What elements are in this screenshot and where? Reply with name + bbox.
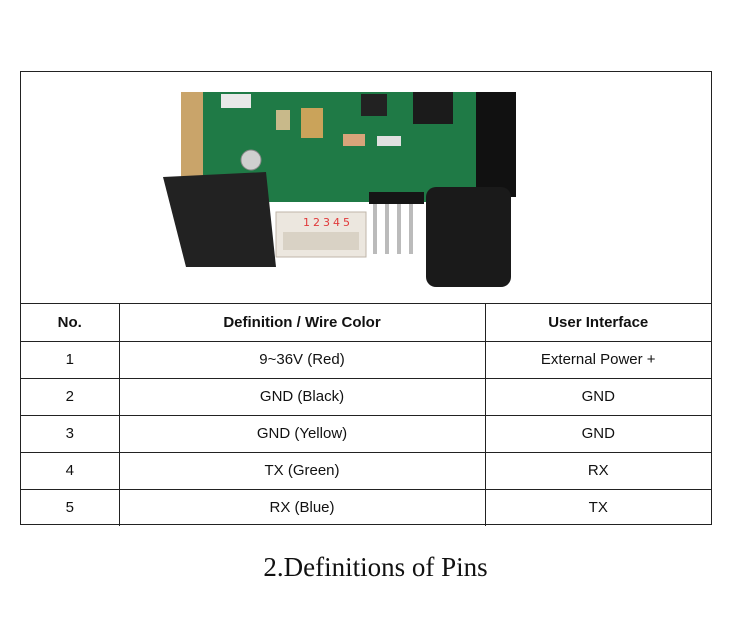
smd-component	[221, 94, 251, 108]
table-row: 5 RX (Blue) TX	[21, 488, 711, 526]
cell-definition: GND (Black)	[118, 377, 486, 416]
header-pins	[369, 192, 424, 254]
module-illustration: 1 2 3 4 5	[163, 92, 516, 287]
ic-chip	[361, 94, 387, 116]
smd-resistor	[343, 134, 365, 146]
cell-definition: RX (Blue)	[118, 488, 486, 526]
cell-definition: TX (Green)	[118, 451, 486, 490]
cell-no: 2	[21, 377, 120, 416]
header-user-interface: User Interface	[484, 304, 711, 342]
cell-no: 3	[21, 414, 120, 453]
table-row: 4 TX (Green) RX	[21, 451, 711, 490]
pin-definition-frame: 1 2 3 4 5 No. Definition / Wire Color Us…	[20, 71, 712, 526]
table-header-row: No. Definition / Wire Color User Interfa…	[21, 304, 711, 342]
pin-label-2: 2	[313, 216, 320, 229]
pin-label-4: 4	[333, 216, 340, 229]
capacitor-large	[301, 108, 323, 138]
cell-interface: External Power +	[484, 340, 711, 379]
header-definition: Definition / Wire Color	[118, 304, 486, 342]
connector-slots	[283, 232, 359, 250]
capacitor	[276, 110, 290, 130]
pin-label-1: 1	[303, 216, 310, 229]
header-no: No.	[21, 304, 120, 342]
cell-definition: 9~36V (Red)	[118, 340, 486, 379]
screw	[240, 149, 262, 171]
right-housing	[426, 187, 511, 287]
table-row: 3 GND (Yellow) GND	[21, 414, 711, 453]
cell-interface: GND	[484, 377, 711, 416]
cell-interface: TX	[484, 488, 711, 526]
smd-part	[377, 136, 401, 146]
cell-no: 4	[21, 451, 120, 490]
cell-interface: GND	[484, 414, 711, 453]
right-bracket	[476, 92, 516, 197]
left-housing	[163, 172, 276, 267]
cell-no: 5	[21, 488, 120, 526]
pin-label-5: 5	[343, 216, 350, 229]
table-row: 1 9~36V (Red) External Power +	[21, 340, 711, 379]
cell-no: 1	[21, 340, 120, 379]
ic-chip-large	[413, 92, 453, 124]
figure-caption: 2.Definitions of Pins	[263, 552, 488, 582]
pin-label-3: 3	[323, 216, 330, 229]
cell-definition: GND (Yellow)	[118, 414, 486, 453]
product-photo: 1 2 3 4 5	[21, 72, 711, 304]
connector-pin-labels: 1 2 3 4 5	[303, 216, 350, 229]
pin-definition-table: No. Definition / Wire Color User Interfa…	[21, 304, 711, 526]
board-edge	[181, 92, 203, 187]
table-row: 2 GND (Black) GND	[21, 377, 711, 416]
cell-interface: RX	[484, 451, 711, 490]
